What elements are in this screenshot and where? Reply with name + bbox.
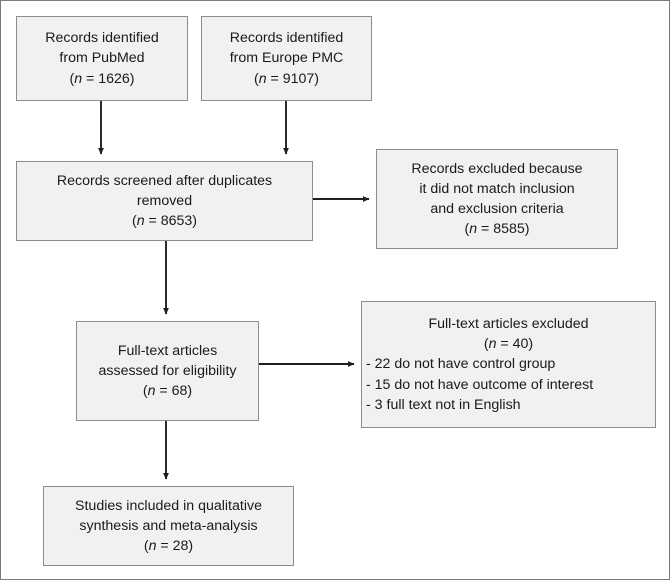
count-value: = 28) [156, 538, 194, 555]
node-records-excluded: Records excluded because it did not matc… [376, 149, 618, 249]
paren-open: ( [253, 70, 259, 87]
count-value: = 8585) [477, 221, 530, 238]
node-fulltext-excluded-reason-1: - 22 do not have control group [366, 356, 556, 373]
n-symbol: n [469, 221, 478, 238]
n-symbol: n [136, 213, 145, 230]
node-eligibility-line-1: Full-text articles [117, 342, 218, 359]
node-pubmed-count: (n = 1626) [69, 69, 134, 89]
node-fulltext-excluded-reason-3: - 3 full text not in English [366, 396, 521, 413]
node-europepmc-line-1: Records identified [229, 30, 344, 47]
n-symbol: n [258, 70, 267, 87]
node-fulltext-assessed-eligibility: Full-text articles assessed for eligibil… [76, 321, 259, 421]
node-eligibility-count: (n = 68) [143, 381, 192, 401]
node-records-excluded-line-3: and exclusion criteria [430, 201, 564, 217]
node-fulltext-excluded-count: (n = 40) [366, 334, 651, 354]
paren-open: ( [69, 70, 75, 87]
node-records-screened: Records screened after duplicates remove… [16, 161, 313, 241]
node-screened-line-1: Records screened after duplicates [56, 172, 273, 189]
count-value: = 1626) [82, 70, 135, 87]
node-eligibility-line-2: assessed for eligibility [98, 362, 237, 379]
paren-open: ( [131, 213, 137, 230]
n-symbol: n [148, 538, 157, 555]
node-fulltext-excluded: Full-text articles excluded (n = 40) - 2… [361, 301, 656, 428]
n-symbol: n [74, 70, 83, 87]
node-screened-count: (n = 8653) [132, 211, 197, 231]
node-fulltext-excluded-reason-2: - 15 do not have outcome of interest [366, 376, 594, 393]
count-value: = 9107) [266, 70, 320, 87]
paren-open: ( [143, 538, 149, 555]
node-included-line-2: synthesis and meta-analysis [79, 517, 258, 534]
node-europepmc-count: (n = 9107) [254, 69, 319, 89]
node-records-identified-pubmed: Records identified from PubMed (n = 1626… [16, 16, 188, 101]
node-fulltext-excluded-line-1: Full-text articles excluded [428, 316, 589, 333]
count-value: = 68) [155, 383, 193, 400]
node-included-count: (n = 28) [144, 536, 193, 556]
count-value: = 8653) [144, 213, 198, 230]
node-studies-included: Studies included in qualitative synthesi… [43, 486, 294, 566]
node-included-line-1: Studies included in qualitative [75, 497, 262, 514]
paren-open: ( [483, 336, 489, 353]
node-pubmed-line-1: Records identified [45, 30, 159, 47]
n-symbol: n [147, 383, 156, 400]
node-pubmed-line-2: from PubMed [59, 50, 145, 67]
node-screened-line-2: removed [136, 192, 193, 209]
node-records-excluded-count: (n = 8585) [464, 219, 529, 239]
node-records-identified-europe-pmc: Records identified from Europe PMC (n = … [201, 16, 372, 101]
paren-open: ( [464, 221, 470, 238]
node-records-excluded-line-1: Records excluded because [411, 160, 583, 177]
node-europepmc-line-2: from Europe PMC [229, 50, 344, 67]
count-value: = 40) [496, 336, 534, 353]
paren-open: ( [142, 383, 148, 400]
node-records-excluded-line-2: it did not match inclusion [419, 180, 575, 197]
n-symbol: n [488, 336, 497, 353]
